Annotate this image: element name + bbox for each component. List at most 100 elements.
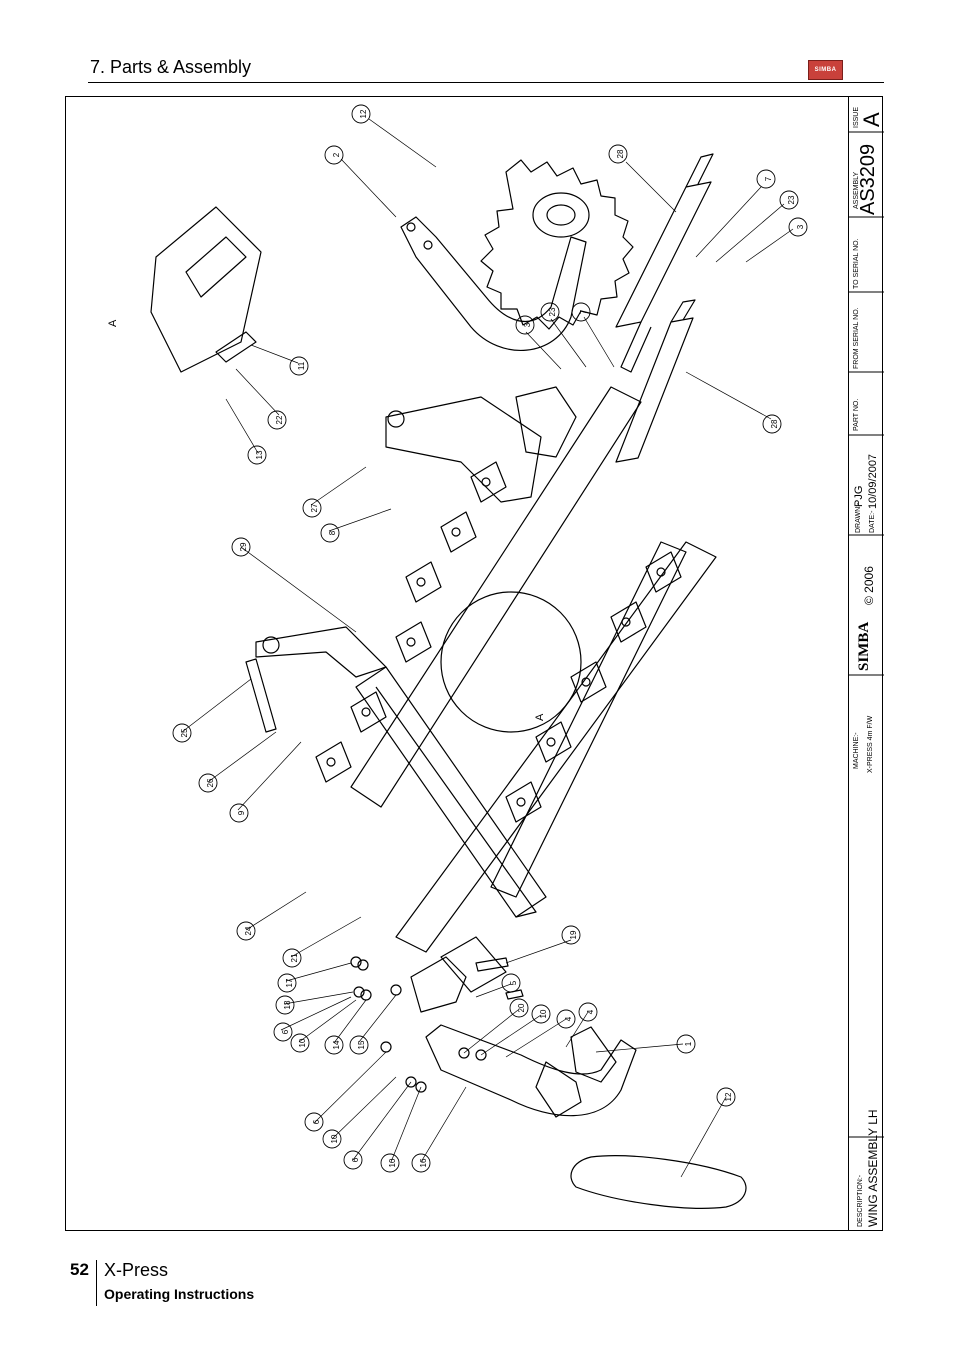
balloon [302, 498, 322, 518]
balloon-label: 12 [359, 109, 368, 118]
balloon [531, 1004, 551, 1024]
main-frame-beam-2 [395, 541, 717, 953]
balloon-label: 23 [787, 195, 796, 204]
balloon-labels: 12 2 28 7 23 3 3 23 7 28 11 22 13 27 8 2… [180, 109, 805, 1167]
drawing-frame [65, 96, 883, 1231]
balloon [676, 1034, 696, 1054]
tine-arm-top [400, 216, 587, 351]
balloon-label: 10 [388, 1158, 397, 1167]
balloon-label: 7 [579, 309, 588, 314]
header-divider [88, 82, 884, 83]
balloon [324, 145, 344, 165]
balloon-label: 10 [298, 1038, 307, 1047]
balloon [324, 1035, 344, 1055]
balloon-label: 14 [332, 1040, 341, 1049]
balloon [290, 1033, 310, 1053]
from-serial-label: FROM SERIAL NO. [853, 307, 860, 369]
title-block-dividers [849, 131, 884, 1138]
balloon [273, 1022, 293, 1042]
balloon-label: 7 [764, 176, 773, 181]
balloons [172, 104, 808, 1173]
balloon [304, 1112, 324, 1132]
date-label: DATE:- [869, 510, 876, 533]
balloon [320, 523, 340, 543]
balloon [411, 1153, 431, 1173]
headstock-plate [385, 396, 542, 503]
balloon [608, 144, 628, 164]
balloon-label: 25 [180, 728, 189, 737]
balloon-label: 4 [586, 1009, 595, 1014]
balloon-label: 23 [548, 307, 557, 316]
balloon-label: 4 [564, 1016, 573, 1021]
balloon-label: 1 [684, 1041, 693, 1046]
balloon-label: 5 [509, 980, 518, 985]
balloon-label: 27 [310, 503, 319, 512]
product-name: X-Press [104, 1260, 169, 1280]
balloon-label: 2 [332, 152, 341, 157]
description-label: DESCRIPTION:- [857, 1174, 864, 1227]
balloon [267, 410, 287, 430]
balloon-label: 24 [244, 926, 253, 935]
document-subtitle: Operating Instructions [104, 1286, 255, 1302]
part-no-label: PART NO. [853, 398, 860, 431]
link-arm [255, 626, 387, 678]
balloon-label: 11 [297, 361, 306, 370]
balloon-label: 3 [796, 224, 805, 229]
balloon-label: 12 [724, 1092, 733, 1101]
balloon [716, 1087, 736, 1107]
balloon-label: 19 [569, 930, 578, 939]
balloon-label: 22 [275, 415, 284, 424]
balloon [349, 1035, 369, 1055]
balloon-label: 20 [517, 1003, 526, 1012]
main-frame-beam-1 [350, 386, 642, 808]
assembly-number: AS3209 [857, 143, 879, 215]
balloon [275, 995, 295, 1015]
footer-divider [96, 1260, 97, 1306]
balloon [247, 445, 267, 465]
balloon [351, 104, 371, 124]
detail-a-circle [440, 591, 582, 733]
balloon [762, 414, 782, 434]
title-block: ISSUE A ASSEMBLY AS3209 TO SERIAL NO. FR… [848, 97, 884, 1230]
detail-label-a-top: A [107, 319, 119, 327]
balloon-label: 18 [283, 1000, 292, 1009]
balloon [788, 217, 808, 237]
exploded-assembly-drawing: 12 2 28 7 23 3 3 23 7 28 11 22 13 27 8 2… [107, 104, 808, 1209]
cross-beam [355, 666, 547, 918]
balloon [556, 1009, 576, 1029]
balloon [509, 998, 529, 1018]
balloon-label: 15 [357, 1040, 366, 1049]
simba-logo: SIMBA [808, 60, 843, 80]
balloon [172, 723, 192, 743]
balloon-label: 17 [285, 978, 294, 987]
simba-brand: SIMBA [856, 621, 872, 671]
balloon [561, 925, 581, 945]
balloon-label: 28 [616, 149, 625, 158]
disc-top [480, 159, 634, 330]
balloon [231, 537, 251, 557]
balloon-label: 6 [312, 1119, 321, 1124]
balloon-label: 6 [281, 1029, 290, 1034]
machine-value: X-PRESS 4m F/W [867, 715, 874, 773]
beam-brackets [315, 461, 682, 823]
balloon [756, 169, 776, 189]
tine-arm-bottom [425, 1024, 637, 1117]
balloon-label: 8 [328, 530, 337, 535]
balloon [322, 1129, 342, 1149]
balloon [277, 973, 297, 993]
balloon [578, 1002, 598, 1022]
balloon-label: 6 [351, 1157, 360, 1162]
machine-label: MACHINE:- [853, 732, 860, 769]
leader-lines [181, 118, 794, 1178]
balloon-label: 13 [255, 450, 264, 459]
balloon [282, 948, 302, 968]
disc-bottom [570, 1155, 747, 1209]
date-value: 10/09/2007 [867, 453, 879, 509]
balloon [515, 315, 535, 335]
balloon-label: 10 [330, 1134, 339, 1143]
balloon [779, 190, 799, 210]
balloon-label: 21 [290, 953, 299, 962]
balloon [229, 803, 249, 823]
balloon-label: 28 [770, 419, 779, 428]
detail-label-a-center: A [534, 713, 546, 721]
